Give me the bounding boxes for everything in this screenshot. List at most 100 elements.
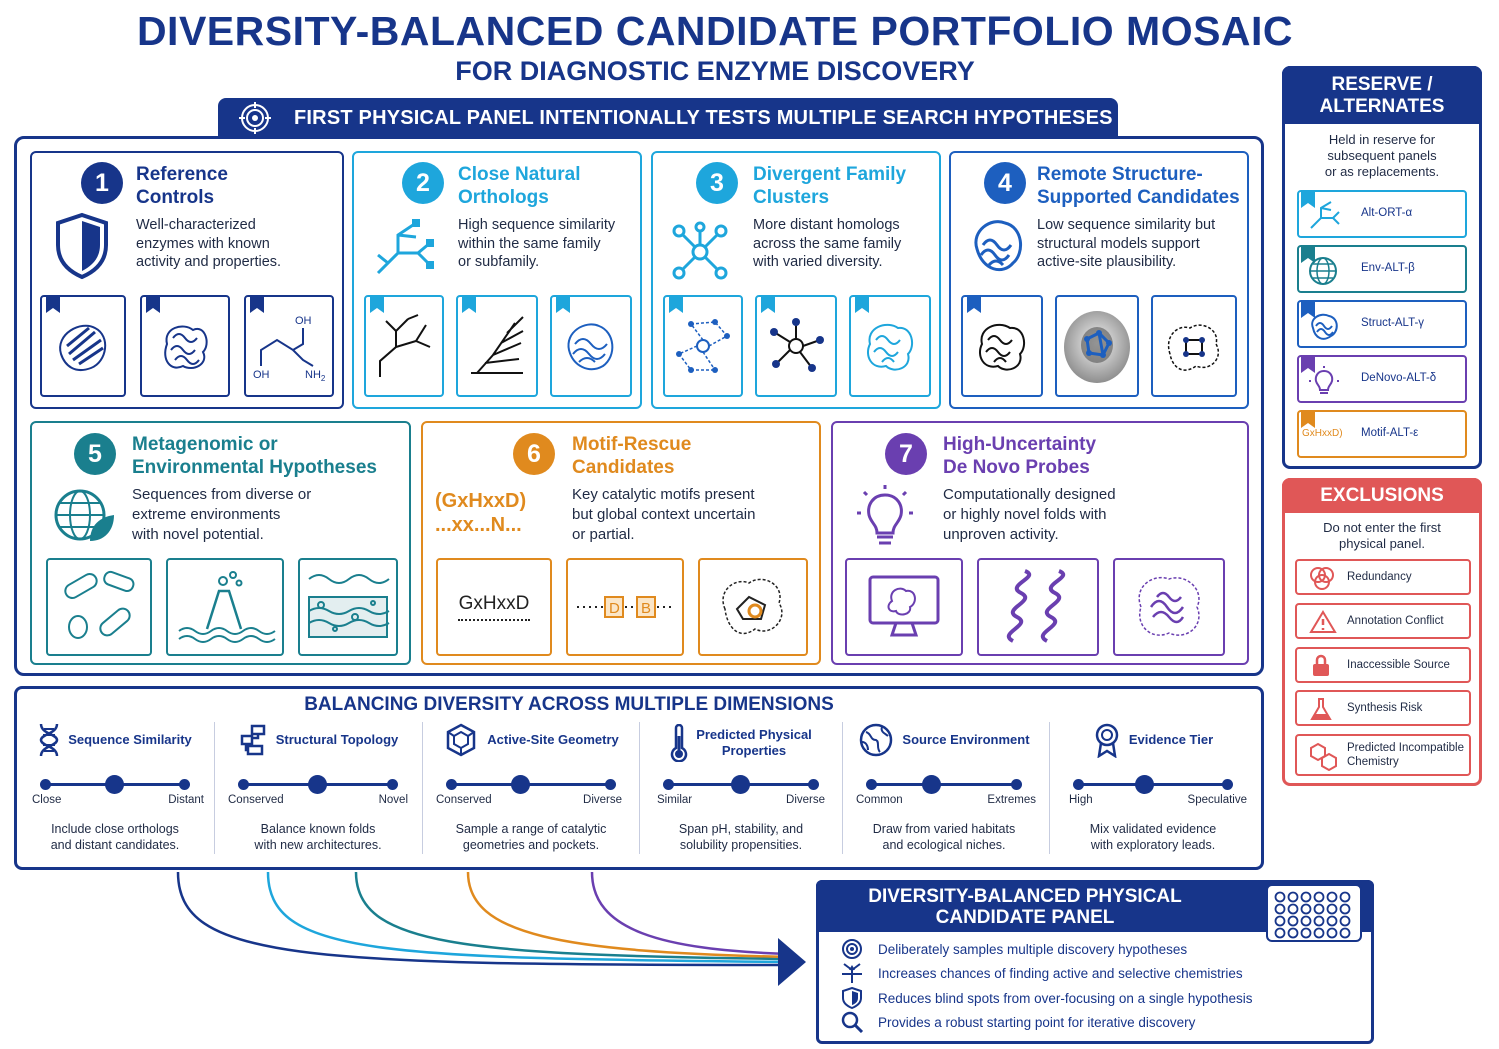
motif-icon: (GxHxxD)...xx...N...	[435, 490, 527, 536]
award-icon	[1095, 723, 1119, 758]
search-icon	[841, 1011, 864, 1033]
final-item: Deliberately samples multiple discovery …	[840, 938, 1187, 960]
banner: FIRST PHYSICAL PANEL INTENTIONALLY TESTS…	[218, 98, 1118, 138]
banner-text: FIRST PHYSICAL PANEL INTENTIONALLY TESTS…	[294, 106, 1113, 129]
volcano-thumbnail	[166, 558, 284, 656]
tree-thumbnail	[364, 295, 444, 397]
dimension-low-label: Common	[856, 794, 903, 806]
final-item: Provides a robust starting point for ite…	[840, 1011, 1195, 1033]
topology-icon	[240, 724, 265, 756]
exclusion-item-inaccessible-source[interactable]: Inaccessible Source	[1295, 647, 1471, 683]
protein-thumbnail	[550, 295, 632, 397]
flask-icon	[1310, 698, 1332, 720]
hexagon-icon	[447, 723, 476, 757]
category-card-remote-structure: 4 Remote Structure-Supported Candidates …	[949, 151, 1249, 409]
protein-thumbnail	[40, 295, 126, 397]
well-plate-icon	[1266, 884, 1362, 942]
network-thumbnail	[663, 295, 743, 397]
shield-icon	[56, 212, 108, 280]
molecule-icon	[1310, 742, 1337, 771]
network-cluster-icon	[672, 221, 728, 280]
final-item: Increases chances of finding active and …	[840, 962, 1243, 984]
final-item: Reduces blind spots from over-focusing o…	[840, 987, 1252, 1009]
dimension-evidence-tier: Evidence Tier High Speculative Mix valid…	[1053, 718, 1253, 858]
reserve-item-motif-alt[interactable]: GxHxxD) Motif-ALT-ε	[1297, 410, 1467, 458]
sediment-thumbnail	[298, 558, 398, 656]
overlap-circles-icon	[1310, 567, 1334, 590]
hydroxyl-label: OH	[253, 369, 270, 381]
dimension-structural-topology: Structural Topology Conserved Novel Bala…	[218, 718, 418, 858]
hypotheses-frame	[14, 136, 1264, 676]
dimension-active-site-geometry: Active-Site Geometry Conserved Diverse S…	[426, 718, 636, 858]
motif-icon: GxHxxD)	[1302, 428, 1343, 439]
tree-icon	[1310, 201, 1340, 229]
reserve-item-struct-alt[interactable]: Struct-ALT-γ	[1297, 300, 1467, 348]
exclusion-item-redundancy[interactable]: Redundancy	[1295, 559, 1471, 595]
category-number: 3	[696, 162, 738, 204]
reserve-item-env-alt[interactable]: Env-ALT-β	[1297, 245, 1467, 293]
globe-leaf-icon	[54, 489, 114, 541]
protein-thumbnail	[961, 295, 1043, 397]
residue-d-label: D	[609, 600, 620, 617]
dimension-high-label: Diverse	[583, 794, 622, 806]
dimension-high-label: Speculative	[1187, 794, 1247, 806]
protein-thumbnail	[140, 295, 230, 397]
category-number: 2	[402, 162, 444, 204]
dimension-high-label: Distant	[168, 794, 204, 806]
category-number: 5	[74, 433, 116, 475]
network-thumbnail	[755, 295, 837, 397]
motif-sequence-thumbnail: GxHxxD	[436, 558, 552, 656]
dimension-low-label: Similar	[657, 794, 693, 806]
novel-fold-thumbnail	[1113, 558, 1225, 656]
reserve-item-denovo-alt[interactable]: DeNovo-ALT-δ	[1297, 355, 1467, 403]
dimension-high-label: Novel	[378, 794, 408, 806]
residue-b-label: B	[641, 600, 651, 617]
dimension-low-label: Conserved	[436, 794, 492, 806]
reserve-item-alt-ort[interactable]: Alt-ORT-α	[1297, 190, 1467, 238]
dimensions-title: BALANCING DIVERSITY ACROSS MULTIPLE DIME…	[304, 694, 834, 715]
amine-label: NH2	[305, 369, 326, 383]
motif-sequence-text: GxHxxD	[458, 593, 530, 614]
exclusion-item-annotation-conflict[interactable]: Annotation Conflict	[1295, 603, 1471, 639]
exclusion-item-synthesis-risk[interactable]: Synthesis Risk	[1295, 690, 1471, 726]
category-number: 7	[885, 433, 927, 475]
branch-arrows-icon	[842, 963, 862, 983]
dimension-low-label: Close	[32, 794, 62, 806]
category-number: 4	[984, 162, 1026, 204]
dimension-source-environment: Source Environment Common Extremes Draw …	[846, 718, 1042, 858]
target-icon	[842, 939, 862, 959]
lightbulb-icon	[857, 485, 913, 545]
lightbulb-icon	[1309, 366, 1339, 394]
dimension-sequence-similarity: Sequence Similarity Close Distant Includ…	[20, 718, 210, 858]
dimensions-frame	[14, 686, 1264, 870]
